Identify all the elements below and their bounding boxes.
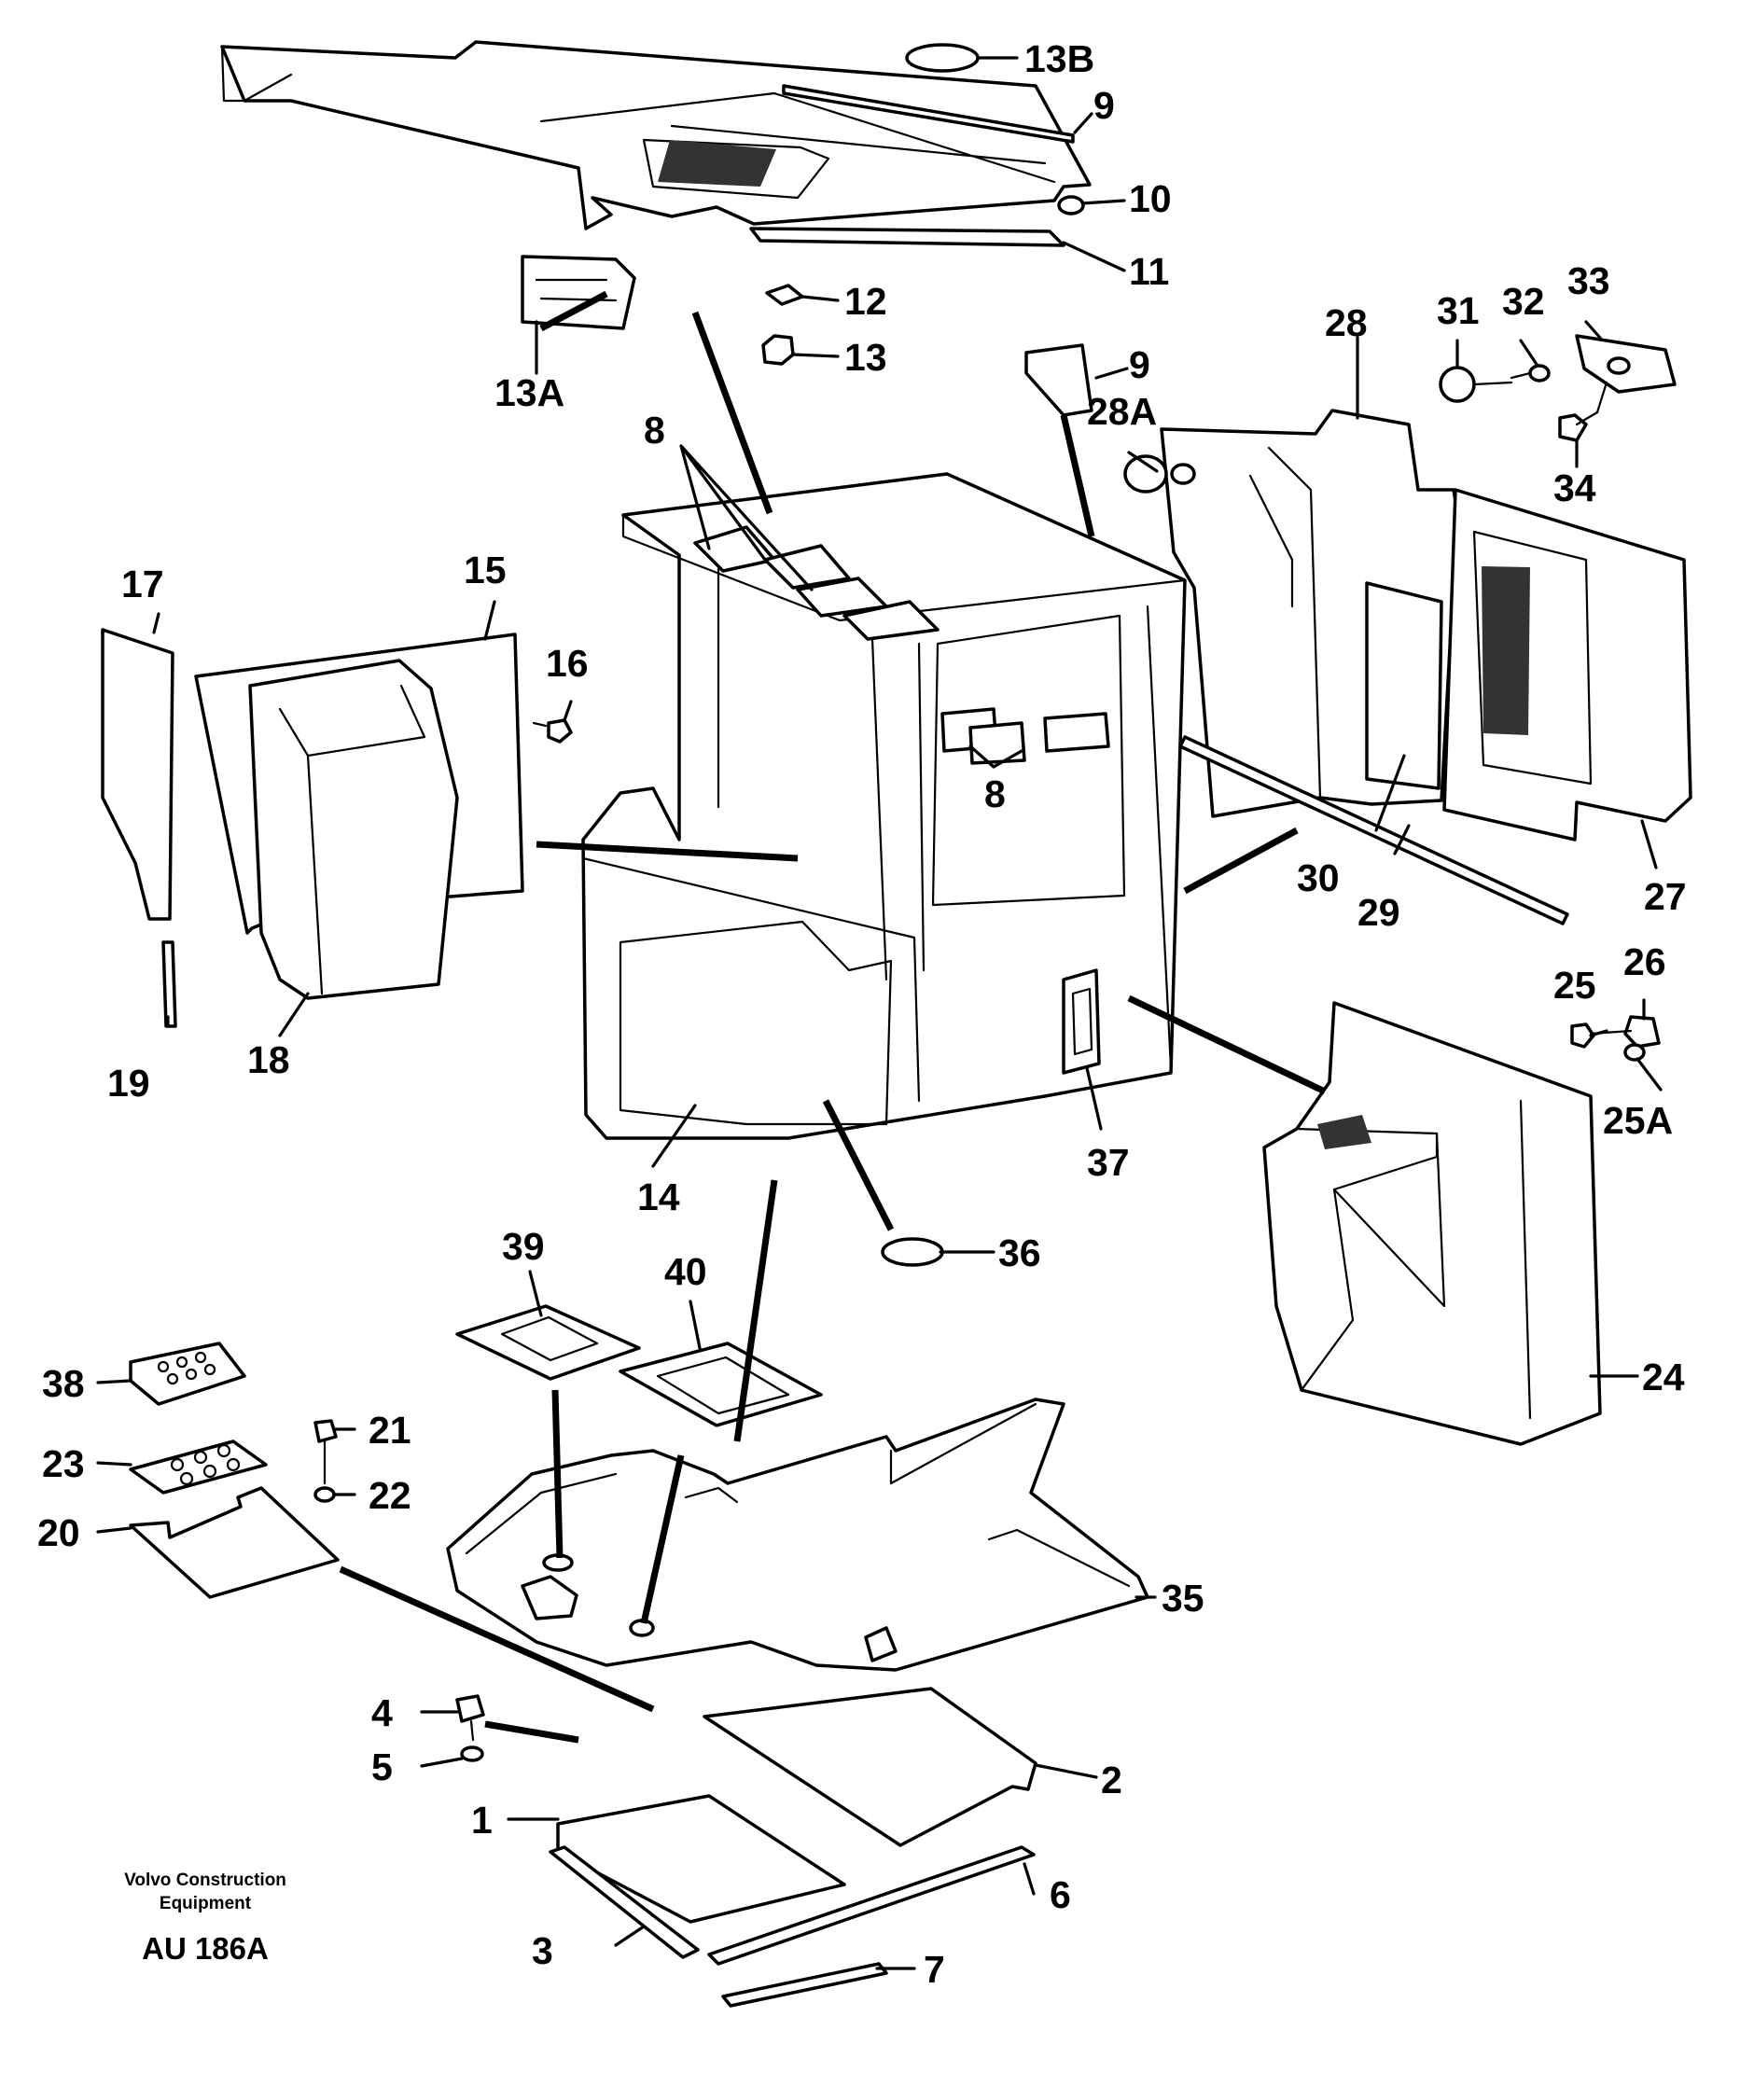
vent-housing-13a <box>521 255 636 330</box>
callout-15: 15 <box>464 549 507 591</box>
callout-6: 6 <box>1050 1873 1071 1916</box>
roof-panel <box>220 40 1092 230</box>
callout-5: 5 <box>371 1745 393 1788</box>
manufacturer-caption: Volvo Construction Equipment <box>93 1869 317 1915</box>
callout-36: 36 <box>998 1231 1041 1274</box>
callout-13a: 13A <box>494 371 564 414</box>
callout-16: 16 <box>546 642 589 685</box>
bolt-34 <box>1558 381 1608 442</box>
plate-39 <box>455 1304 641 1381</box>
manufacturer-line-2: Equipment <box>159 1894 252 1913</box>
cab-frame <box>581 472 1187 1140</box>
callout-8-top: 8 <box>644 409 665 452</box>
clamp-33 <box>1575 334 1677 394</box>
callout-12: 12 <box>844 280 887 323</box>
wall-panel-27 <box>1442 488 1692 841</box>
strip-6 <box>707 1845 1036 1966</box>
floor-plate-2 <box>703 1687 1037 1847</box>
strip-29 <box>1178 735 1569 925</box>
housing-24 <box>1262 1001 1602 1446</box>
callout-2: 2 <box>1101 1759 1122 1801</box>
callout-4: 4 <box>371 1691 393 1734</box>
callout-19: 19 <box>107 1062 150 1105</box>
washer-5 <box>460 1745 484 1762</box>
callout-7: 7 <box>924 1948 945 1991</box>
callout-21: 21 <box>369 1409 411 1452</box>
callout-18: 18 <box>247 1038 290 1081</box>
bolt-21 <box>313 1419 338 1485</box>
callout-13: 13 <box>844 336 887 379</box>
callout-38: 38 <box>42 1362 85 1405</box>
strip-7 <box>721 1962 888 2008</box>
figure-code: AU 186A <box>142 1931 269 1966</box>
callout-30: 30 <box>1297 856 1340 899</box>
callout-3: 3 <box>532 1929 553 1972</box>
callout-17: 17 <box>121 563 164 605</box>
seal-strip-9-top <box>782 84 1075 144</box>
callout-10: 10 <box>1129 177 1172 220</box>
callout-labels: 13B 9 10 11 12 13 13A 8 9 28A 28 31 32 3… <box>37 37 1687 1991</box>
trim-panel-17 <box>101 628 174 921</box>
strip-19 <box>161 940 177 1028</box>
callout-25a: 25A <box>1603 1099 1673 1142</box>
callout-11: 11 <box>1129 250 1169 293</box>
mount-plate-20 <box>129 1486 340 1599</box>
decal-37 <box>1062 968 1101 1075</box>
strip-3 <box>549 1845 700 1959</box>
bolt-4 <box>455 1694 485 1742</box>
callout-40: 40 <box>664 1250 707 1293</box>
callout-14: 14 <box>637 1175 680 1218</box>
floor-plate-1 <box>556 1794 846 1924</box>
knob-31 <box>1439 366 1513 403</box>
floor-tray-35 <box>446 1398 1149 1672</box>
callout-28a: 28A <box>1087 390 1157 433</box>
strip-11 <box>749 227 1065 247</box>
callout-34: 34 <box>1553 466 1596 509</box>
callout-24: 24 <box>1642 1356 1685 1398</box>
grommet-10 <box>1057 195 1085 216</box>
manufacturer-line-1: Volvo Construction <box>124 1871 286 1890</box>
assembly-arrows <box>339 290 1327 1744</box>
washer-22 <box>313 1486 336 1503</box>
plug-36 <box>881 1237 944 1267</box>
callout-35: 35 <box>1162 1577 1204 1620</box>
washer-32 <box>1510 364 1551 382</box>
screw-25 <box>1570 1022 1595 1049</box>
callout-33: 33 <box>1567 259 1610 302</box>
callout-26: 26 <box>1623 940 1666 983</box>
callout-1: 1 <box>471 1799 493 1842</box>
callout-20: 20 <box>37 1511 80 1554</box>
grommet-28a <box>1123 454 1196 494</box>
washer-12 <box>765 284 804 306</box>
switch-block-38 <box>129 1342 246 1406</box>
callout-29: 29 <box>1357 891 1400 934</box>
callout-22: 22 <box>369 1474 411 1517</box>
callout-9-right: 9 <box>1129 343 1150 386</box>
callout-23: 23 <box>42 1442 85 1485</box>
plate-30 <box>1365 581 1443 790</box>
plate-40 <box>619 1342 823 1427</box>
cover-18 <box>248 659 459 1000</box>
callout-27: 27 <box>1644 875 1687 918</box>
callout-37: 37 <box>1087 1141 1130 1184</box>
callout-28: 28 <box>1325 301 1368 344</box>
callout-9-top: 9 <box>1093 84 1115 127</box>
callout-13b: 13B <box>1024 37 1094 80</box>
callout-8-bottom: 8 <box>984 772 1006 815</box>
callout-39: 39 <box>502 1225 545 1268</box>
callout-32: 32 <box>1502 280 1545 323</box>
switch-panel-23 <box>129 1439 268 1495</box>
vent-cover-13b <box>905 43 980 73</box>
callout-25: 25 <box>1553 964 1596 1007</box>
callout-31: 31 <box>1437 289 1480 332</box>
nut-13 <box>761 334 795 366</box>
leader-lines <box>96 56 1663 1970</box>
screw-16 <box>532 718 573 744</box>
bracket-9-right <box>1024 343 1093 417</box>
